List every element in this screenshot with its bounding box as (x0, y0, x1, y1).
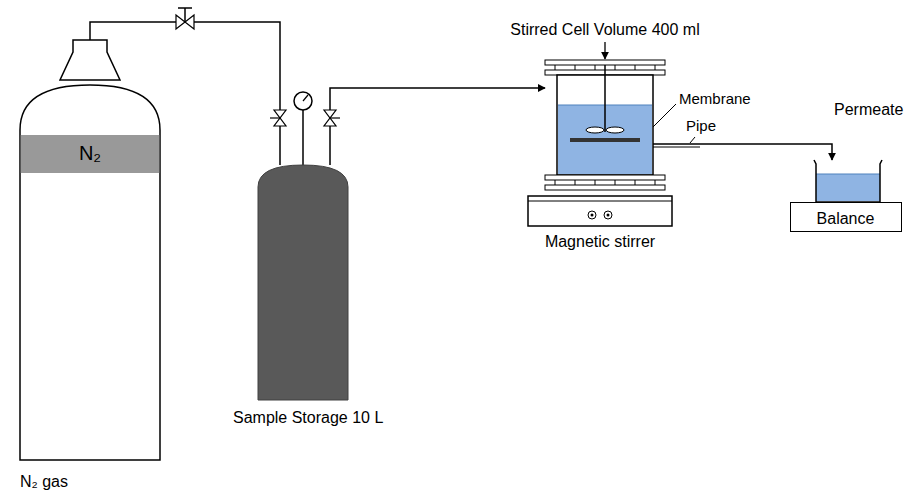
stirred-cell-outline (545, 60, 665, 195)
cell-caption: Stirred Cell Volume 400 ml (475, 20, 735, 39)
part-label: Pipe (686, 117, 716, 135)
permeate-pipe (653, 147, 700, 148)
stirrer-caption: Magnetic stirrer (528, 232, 672, 251)
magnetic-stirrer: Magnetic stirrer (528, 196, 672, 226)
magnetic-stirrer-outline (528, 196, 672, 226)
part-label: Membrane (679, 90, 751, 108)
storage-tank-outline (258, 165, 348, 400)
tank-caption: Sample Storage 10 L (233, 408, 383, 427)
storage-valve (270, 110, 286, 126)
permeate-pipe (653, 144, 832, 160)
permeate-beaker (814, 160, 882, 202)
leader-line (690, 137, 695, 143)
cylinder-caption: N₂ gas (20, 472, 68, 491)
balance-box: Balance (790, 202, 902, 232)
storage-tank: Sample Storage 10 L (258, 165, 348, 400)
leader-arrow (604, 42, 605, 59)
gas-label: N₂ (15, 141, 165, 165)
gas-cylinder-outline (15, 40, 165, 465)
gas-line (330, 88, 545, 165)
part-label: Permeate (834, 100, 903, 119)
storage-valve (324, 110, 340, 126)
balance-label: Balance (791, 209, 900, 228)
gas-cylinder: N₂N₂ gas (15, 40, 165, 465)
stirred-cell: Stirred Cell Volume 400 ml (545, 60, 665, 195)
pressure-gauge (294, 92, 312, 166)
gas-valve (176, 8, 194, 29)
